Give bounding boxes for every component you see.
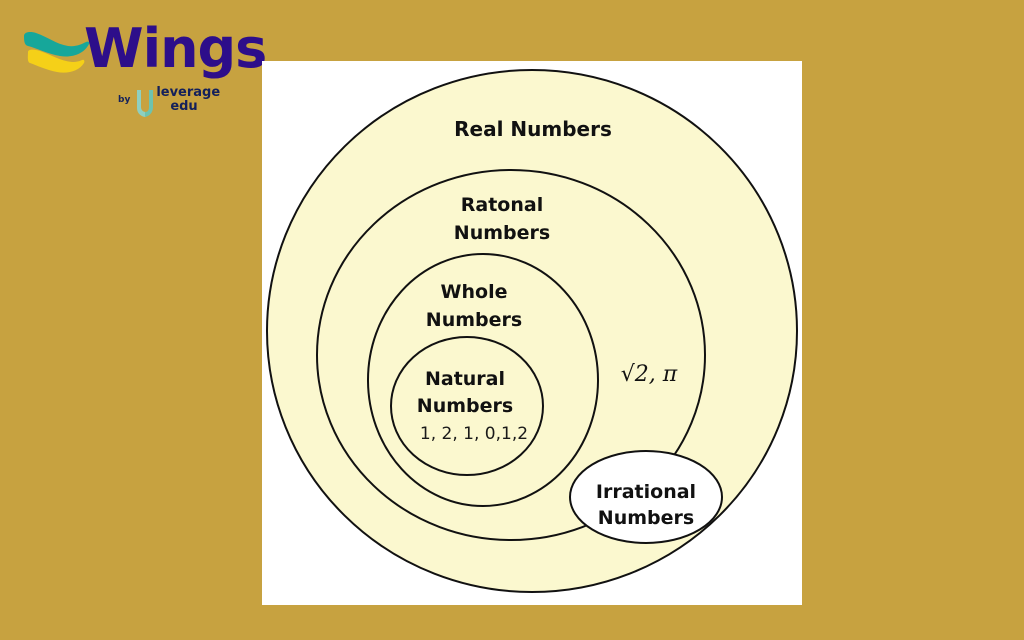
label-whole-line1: Whole: [441, 281, 508, 303]
irrational-examples-annotation: √2, π: [621, 362, 678, 387]
label-natural-line1: Natural: [425, 368, 505, 390]
set-circle-natural[interactable]: [390, 336, 544, 476]
wings-logo[interactable]: Wings by leverage edu: [22, 22, 267, 134]
svg-text:√2, π: √2, π: [621, 362, 678, 387]
label-whole-line2: Numbers: [426, 309, 522, 331]
label-real-numbers: Real Numbers: [454, 117, 612, 141]
natural-numbers-examples: 1, 2, 1, 0,1,2: [420, 424, 528, 444]
diagram-panel: Real Numbers Ratonal Numbers Whole Numbe…: [262, 61, 802, 605]
sqrt-two-glyph: √2: [621, 362, 649, 387]
edu-word: edu: [170, 98, 198, 114]
leverage-word: leverage: [156, 85, 221, 100]
label-rational-line2: Numbers: [454, 222, 550, 244]
by-label: by: [118, 95, 131, 105]
label-natural-line2: Numbers: [417, 395, 513, 417]
pi-glyph: , π: [649, 362, 678, 387]
wings-wordmark: Wings: [84, 17, 267, 80]
leverage-edu-sublogo[interactable]: by leverage edu: [118, 86, 220, 118]
number-sets-venn-diagram: Real Numbers Ratonal Numbers Whole Numbe…: [266, 69, 798, 593]
label-rational-line1: Ratonal: [461, 194, 543, 216]
wings-logo-main: Wings: [22, 22, 267, 86]
wings-swoosh-icon: [24, 32, 90, 73]
label-irrational-line2: Numbers: [598, 507, 694, 529]
leverage-v-icon: [137, 90, 154, 117]
set-circle-irrational[interactable]: [569, 450, 723, 544]
leverage-edu-wordmark: leverage edu: [156, 86, 220, 113]
label-irrational-line1: Irrational: [596, 481, 696, 503]
